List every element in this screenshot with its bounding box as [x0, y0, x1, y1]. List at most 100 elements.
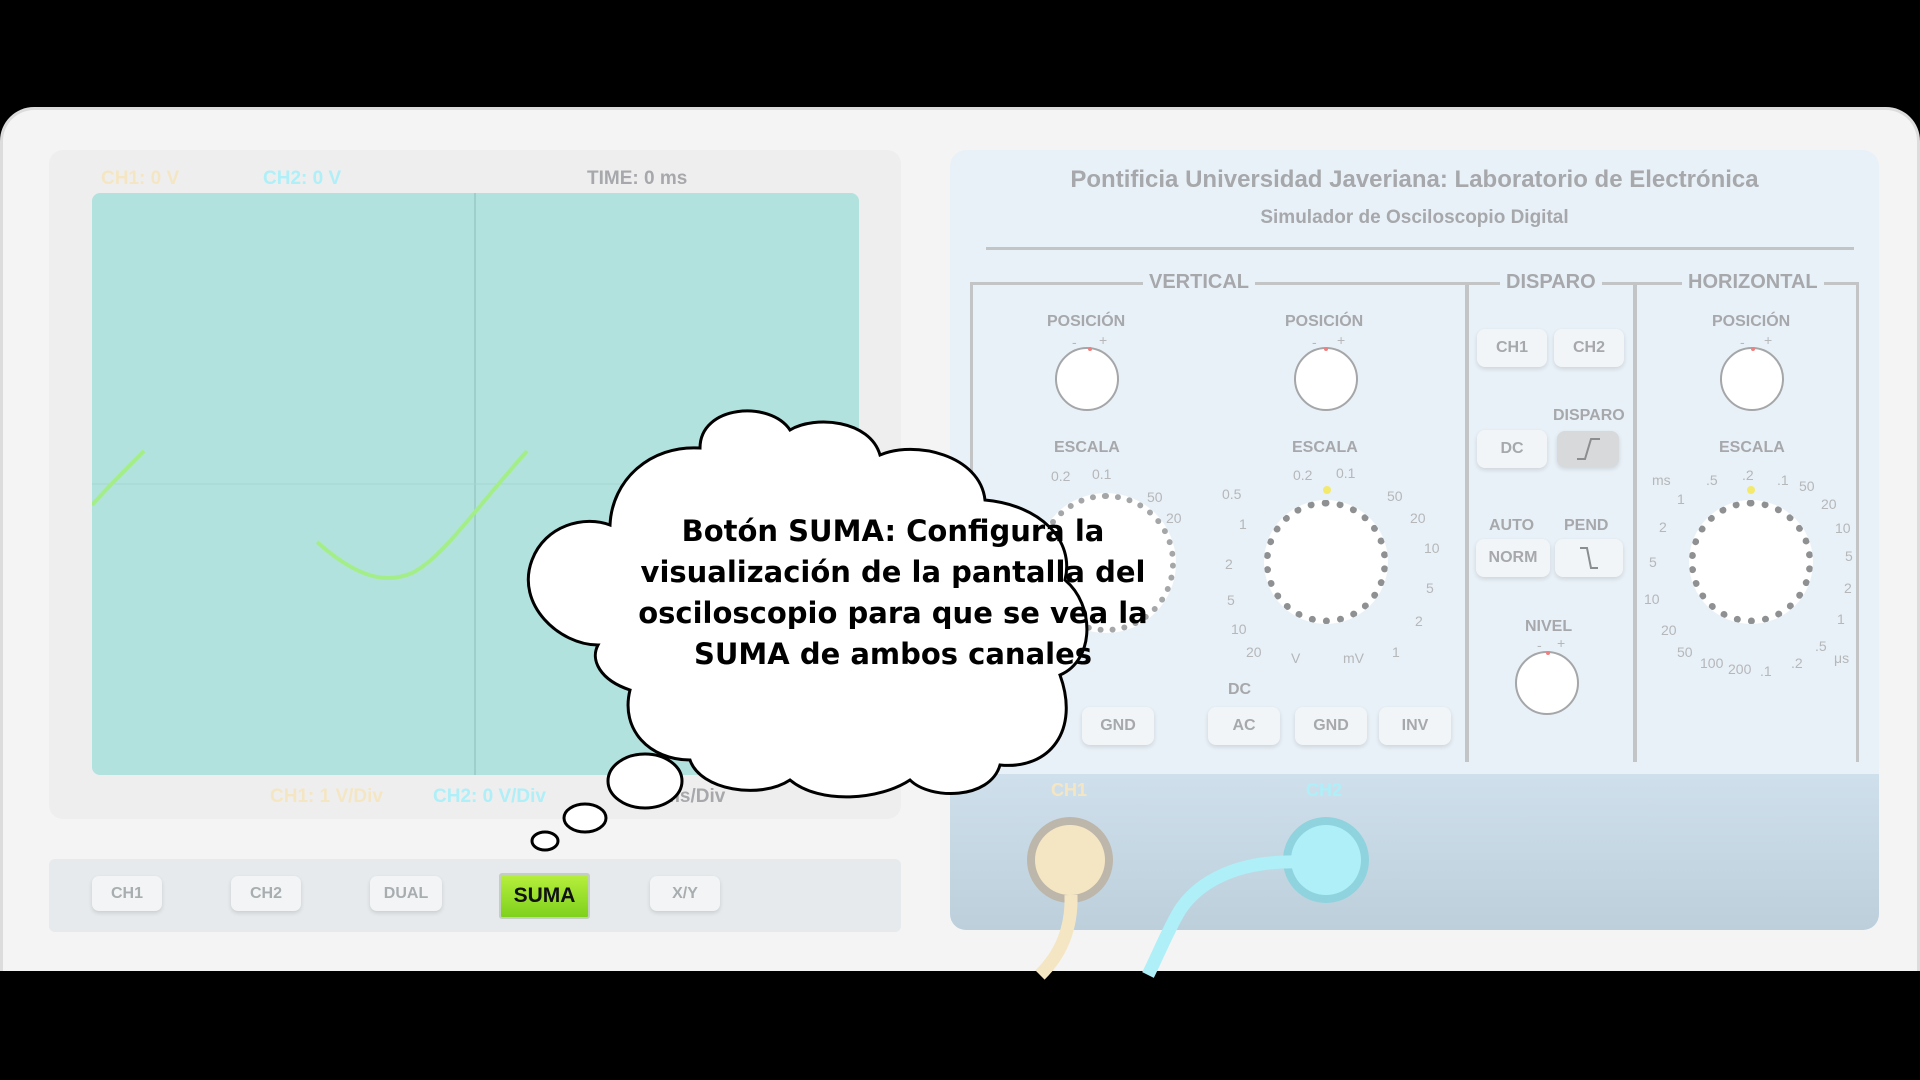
ch2-position-marker: [1324, 347, 1328, 351]
ch1-dial-label: 20: [1166, 510, 1182, 526]
time-dial-label: 1: [1677, 491, 1685, 507]
time-scale-knob[interactable]: [1689, 500, 1813, 624]
time-dial-label: 50: [1799, 478, 1815, 494]
time-scale-dial[interactable]: [1679, 486, 1823, 634]
ch1-position-knob[interactable]: [1055, 347, 1119, 411]
ch1-position-minus: -: [1072, 334, 1077, 350]
ch2-scale-readout: CH2: 0 V/Div: [433, 786, 546, 807]
ch1-jack-center: [1035, 825, 1105, 895]
ch2-position-knob[interactable]: [1294, 347, 1358, 411]
mode-dual-button[interactable]: DUAL: [370, 876, 442, 911]
coupling-dc-label: DC: [1228, 681, 1252, 698]
ch2-voltage-readout: CH2: 0 V: [263, 168, 342, 189]
ch1-position-label: POSICIÓN: [1047, 313, 1126, 330]
ch2-dial-label: 5: [1426, 580, 1434, 596]
mode-suma-button[interactable]: SUMA: [499, 873, 590, 919]
ch2-dial-label: 5: [1227, 592, 1235, 608]
ch2-dial-label: 10: [1424, 540, 1440, 556]
ch1-position-marker: [1088, 347, 1092, 351]
trigger-slope-label: DISPARO: [1553, 407, 1625, 424]
ch1-gnd-button[interactable]: GND: [1082, 707, 1154, 745]
horizontal-scale-label: ESCALA: [1719, 439, 1785, 456]
trigger-level-knob[interactable]: [1515, 651, 1579, 715]
ch2-dial-label: 20: [1410, 510, 1426, 526]
time-readout: TIME: 0 ms: [587, 168, 688, 189]
panel-subtitle: Simulador de Osciloscopio Digital: [1260, 207, 1569, 228]
trigger-ch2-button[interactable]: CH2: [1554, 329, 1624, 367]
time-dial-label: 5: [1845, 548, 1853, 564]
ch2-input-jack[interactable]: [1283, 817, 1369, 903]
ch2-position-plus: +: [1337, 332, 1346, 348]
time-dial-label: 2: [1844, 580, 1852, 596]
ch1-input-label: CH1: [1051, 780, 1088, 800]
level-minus: -: [1537, 637, 1542, 653]
time-dial-label: 1: [1837, 611, 1845, 627]
ch1-input-jack[interactable]: [1027, 817, 1113, 903]
horizontal-position-marker: [1751, 347, 1755, 351]
ch2-dial-label: 0.5: [1222, 486, 1242, 502]
time-dial-unit-ms: ms: [1652, 472, 1671, 488]
ch2-dial-label: 1: [1392, 644, 1400, 660]
horizontal-position-plus: +: [1764, 332, 1773, 348]
mode-ch1-button[interactable]: CH1: [92, 876, 162, 911]
ch2-input-label: CH2: [1306, 780, 1343, 800]
horizontal-title: HORIZONTAL: [1682, 271, 1824, 294]
ch2-ac-button[interactable]: AC: [1208, 707, 1280, 745]
waveform-trace: [92, 449, 529, 580]
ch2-scale-dial[interactable]: [1254, 486, 1398, 634]
horizontal-position-minus: -: [1740, 334, 1745, 350]
ch1-position-plus: +: [1099, 332, 1108, 348]
time-dial-label: .1: [1777, 472, 1789, 488]
trigger-dc-button[interactable]: DC: [1477, 430, 1547, 468]
ch1-dial-label: 50: [1147, 489, 1163, 505]
time-dial-label: .5: [1706, 472, 1718, 488]
trigger-falling-slope-button[interactable]: [1555, 539, 1623, 577]
time-dial-label: 5: [1649, 554, 1657, 570]
ch2-dial-label: 10: [1231, 621, 1247, 637]
time-scale-indicator: [1747, 486, 1755, 494]
time-dial-label: .2: [1742, 467, 1754, 483]
ch2-dial-label: 50: [1387, 488, 1403, 504]
trigger-auto-label: AUTO: [1489, 517, 1535, 534]
time-dial-unit-us: μs: [1834, 650, 1850, 666]
tooltip-line: visualización de la pantalla del: [640, 555, 1146, 589]
ch2-scale-knob[interactable]: [1264, 500, 1388, 624]
display-mode-bar: CH1 CH2 DUAL SUMA X/Y: [49, 859, 901, 932]
trigger-title: DISPARO: [1500, 271, 1602, 294]
trigger-rising-slope-button[interactable]: [1557, 431, 1619, 467]
ch1-scale-readout: CH1: 1 V/Div: [270, 786, 383, 807]
ch2-gnd-button[interactable]: GND: [1295, 707, 1367, 745]
ch2-dial-label: 0.2: [1293, 467, 1313, 483]
level-plus: +: [1557, 635, 1566, 651]
time-dial-label: .5: [1815, 638, 1827, 654]
ch1-voltage-readout: CH1: 0 V: [101, 168, 180, 189]
ch2-position-label: POSICIÓN: [1285, 313, 1364, 330]
ch2-jack-center: [1291, 825, 1361, 895]
time-dial-label: 10: [1644, 591, 1660, 607]
vertical-title: VERTICAL: [1143, 271, 1255, 294]
input-jack-area: CH1 CH2: [950, 774, 1879, 930]
mode-ch2-button[interactable]: CH2: [231, 876, 301, 911]
time-dial-label: 200: [1728, 661, 1752, 677]
tooltip-line: osciloscopio para que se vea la: [638, 596, 1148, 630]
tooltip-line: Botón SUMA: Configura la: [681, 514, 1105, 548]
time-dial-label: 2: [1659, 519, 1667, 535]
trigger-pend-label: PEND: [1564, 517, 1609, 534]
trigger-norm-button[interactable]: NORM: [1476, 539, 1550, 577]
level-marker: [1546, 651, 1550, 655]
time-dial-label: 100: [1700, 655, 1724, 671]
trigger-ch1-button[interactable]: CH1: [1477, 329, 1547, 367]
falling-edge-icon: [1580, 547, 1598, 569]
ch2-dial-unit-v: V: [1291, 650, 1301, 666]
time-dial-label: 10: [1835, 520, 1851, 536]
ch2-inv-button[interactable]: INV: [1379, 707, 1451, 745]
ch2-dial-unit-mv: mV: [1343, 650, 1364, 666]
trigger-level-label: NIVEL: [1525, 618, 1573, 635]
ch2-position-minus: -: [1312, 334, 1317, 350]
title-divider: [986, 247, 1854, 250]
mode-xy-button[interactable]: X/Y: [650, 876, 720, 911]
ch2-dial-label: 0.1: [1336, 465, 1356, 481]
horizontal-position-label: POSICIÓN: [1712, 313, 1791, 330]
